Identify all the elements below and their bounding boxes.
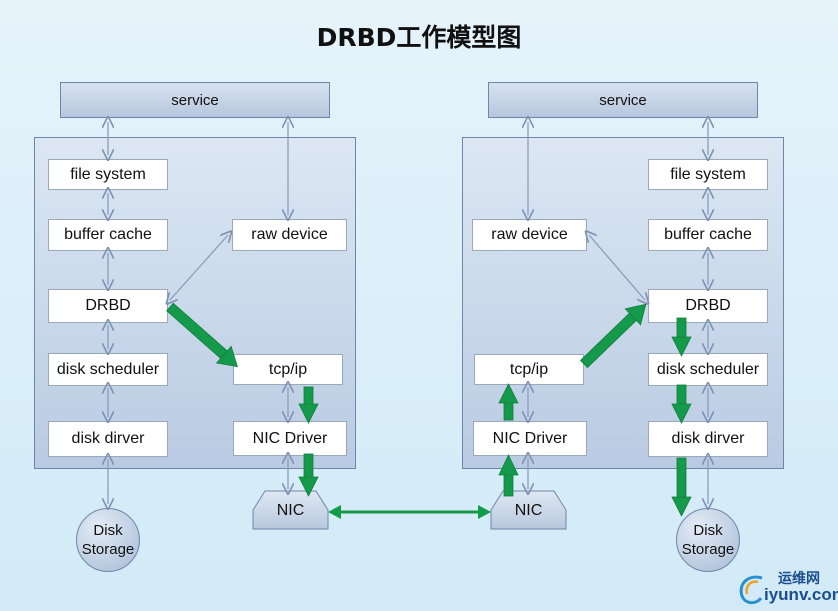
left-disk-scheduler: disk scheduler (48, 353, 168, 386)
flow-r-sched-drv (671, 384, 692, 424)
right-nic-driver: NIC Driver (473, 421, 587, 456)
left-raw-device: raw device (232, 219, 347, 251)
left-nic-label: NIC (276, 502, 305, 519)
left-nic-driver: NIC Driver (233, 421, 347, 456)
site-watermark: 运维网 iyunv.com (736, 568, 838, 608)
left-tcp-ip: tcp/ip (233, 354, 343, 385)
replication-flow (166, 302, 692, 517)
left-service-box: service (60, 82, 330, 118)
flow-r-drv-disk (671, 457, 692, 517)
flow-r-drbd-sched (671, 317, 692, 357)
left-disk-label-1: Disk (93, 522, 123, 539)
diagram-title: DRBD工作模型图 (316, 23, 522, 52)
flow-l-nicdrv-nic (298, 453, 319, 497)
network-link (328, 505, 491, 519)
conn-r-raw-drbd (589, 235, 645, 300)
left-disk-label-2: Storage (81, 541, 135, 558)
right-service-box: service (488, 82, 758, 118)
flow-l-drbd-tcp (166, 302, 238, 368)
right-disk-driver: disk dirver (648, 421, 768, 457)
right-thin-arrows (528, 122, 708, 504)
watermark-swirl-icon (739, 575, 763, 605)
left-thin-arrows (108, 122, 288, 504)
right-disk-storage: Disk Storage (676, 508, 740, 572)
right-nic-label: NIC (514, 502, 543, 519)
right-nic-shape (490, 490, 567, 530)
left-disk-storage: Disk Storage (76, 508, 140, 572)
flow-r-tcp-drbd (579, 303, 647, 369)
left-drbd: DRBD (48, 289, 168, 323)
left-nic-shape (252, 490, 329, 530)
right-service-label: service (599, 91, 647, 109)
right-buffer-cache: buffer cache (648, 219, 768, 251)
left-service-label: service (171, 91, 219, 109)
watermark-cn: 运维网 (778, 571, 820, 587)
right-drbd: DRBD (648, 289, 768, 323)
right-disk-label-2: Storage (681, 541, 735, 558)
watermark-en: iyunv.com (764, 585, 838, 604)
flow-r-nic-nicdrv (498, 454, 519, 497)
right-disk-label-1: Disk (693, 522, 723, 539)
conn-l-raw-drbd (170, 235, 228, 300)
flow-l-tcp-nicdrv (298, 386, 319, 424)
flow-r-nicdrv-tcp (498, 383, 519, 421)
